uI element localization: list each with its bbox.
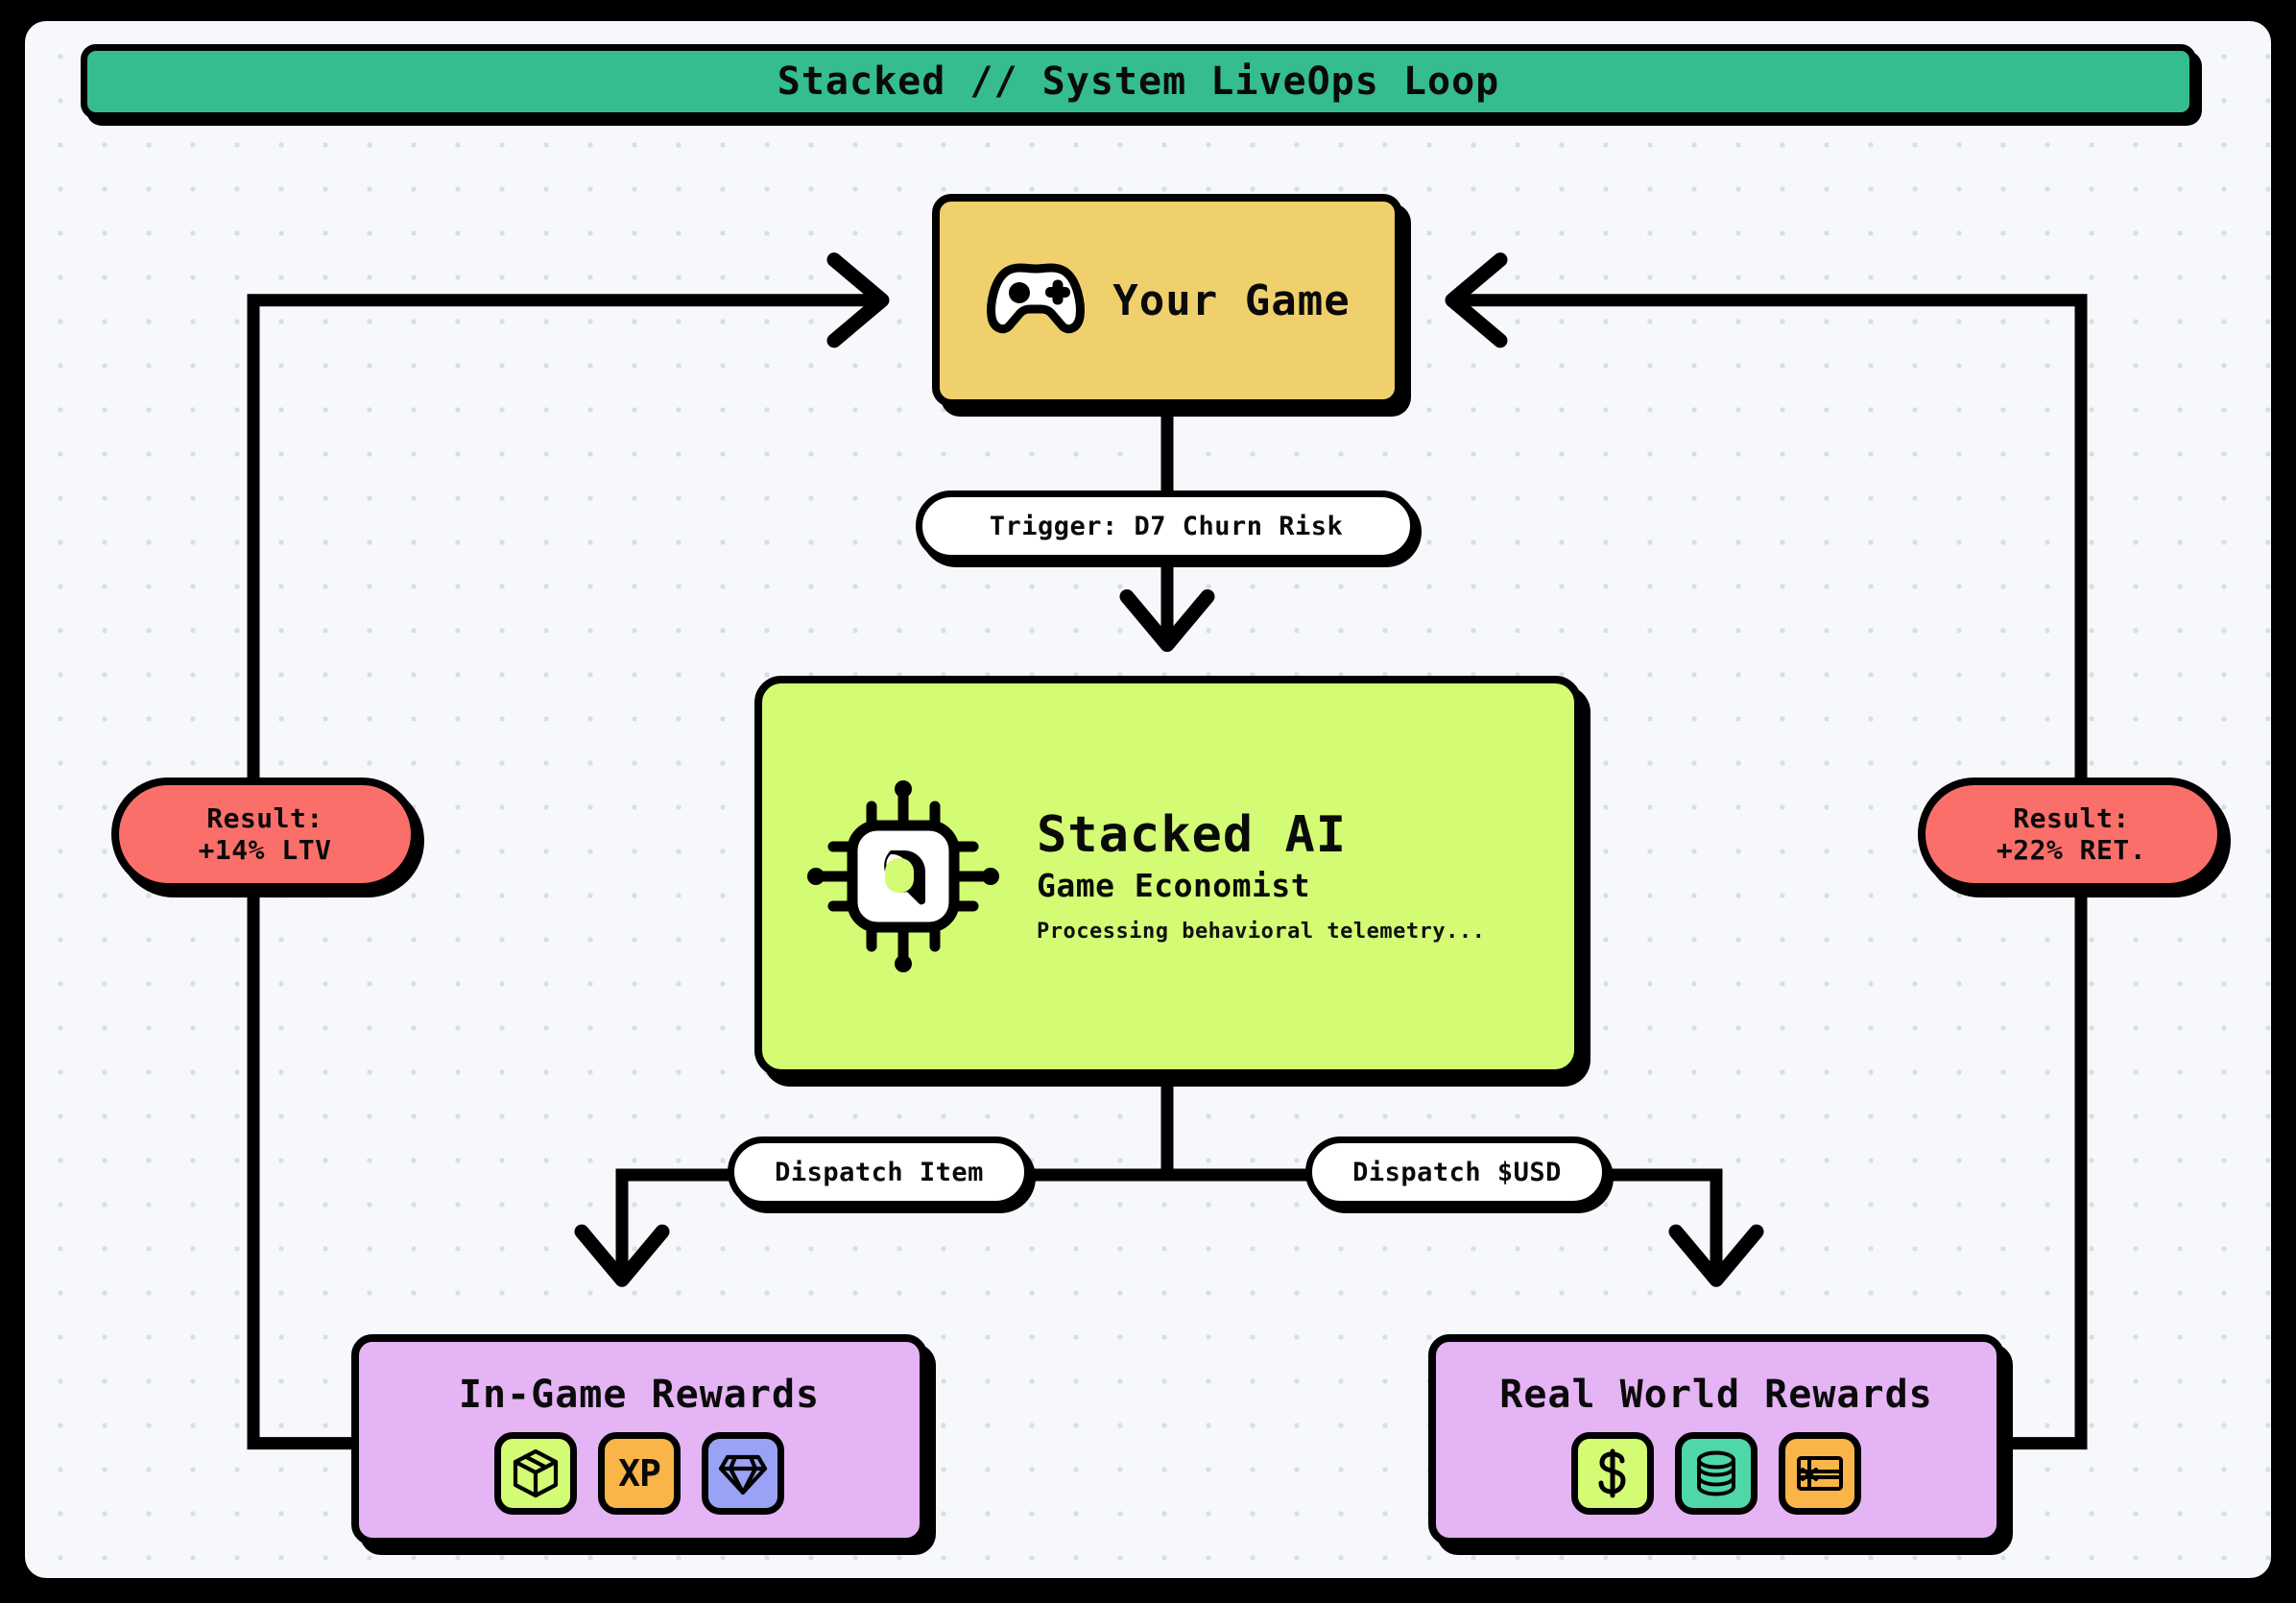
edge-dispatch-usd-down xyxy=(1602,1168,1723,1279)
node-stacked-ai-status: Processing behavioral telemetry... xyxy=(1037,920,1486,945)
page-title-banner: Stacked // System LiveOps Loop xyxy=(81,44,2196,119)
edge-label-dispatch-usd: Dispatch $USD xyxy=(1305,1136,1609,1208)
ingame-reward-icon-list: XP xyxy=(494,1432,784,1515)
edge-label-dispatch-item-text: Dispatch Item xyxy=(775,1157,984,1187)
arrowhead-to-realworld xyxy=(1668,1224,1764,1287)
reward-tile-package[interactable] xyxy=(494,1432,577,1515)
gamepad-icon xyxy=(984,261,1088,340)
node-your-game-title: Your Game xyxy=(1112,275,1351,325)
edge-label-dispatch-item: Dispatch Item xyxy=(728,1136,1031,1208)
edge-dispatch-item-down xyxy=(615,1168,734,1279)
dollar-sign-icon xyxy=(1587,1447,1638,1499)
node-ingame-rewards[interactable]: In-Game Rewards xyxy=(351,1334,927,1545)
node-ingame-rewards-title: In-Game Rewards xyxy=(458,1373,821,1417)
cpu-chip-icon xyxy=(802,776,1004,977)
coin-stack-icon xyxy=(1690,1447,1742,1499)
reward-tile-gem[interactable] xyxy=(702,1432,784,1515)
node-realworld-rewards[interactable]: Real World Rewards xyxy=(1428,1334,2004,1545)
gem-diamond-icon xyxy=(717,1447,769,1499)
reward-tile-coins[interactable] xyxy=(1675,1432,1758,1515)
node-stacked-ai[interactable]: Stacked AI Game Economist Processing beh… xyxy=(754,676,1582,1077)
arrowhead-to-ai xyxy=(1119,588,1215,653)
edge-label-trigger: Trigger: D7 Churn Risk xyxy=(916,490,1417,562)
node-stacked-ai-heading: Stacked AI xyxy=(1037,805,1348,864)
result-badge-ltv-line1: Result: xyxy=(206,802,323,834)
result-badge-retention-line1: Result: xyxy=(2013,802,2130,834)
diagram-canvas: Stacked // System LiveOps Loop xyxy=(25,21,2271,1578)
gift-card-icon xyxy=(1794,1447,1846,1499)
page-title: Stacked // System LiveOps Loop xyxy=(777,60,1500,104)
result-badge-retention-line2: +22% RET. xyxy=(1996,834,2147,866)
realworld-reward-icon-list xyxy=(1571,1432,1861,1515)
node-realworld-rewards-title: Real World Rewards xyxy=(1499,1373,1933,1417)
result-badge-ltv-line2: +14% LTV xyxy=(198,834,332,866)
arrowhead-to-ingame xyxy=(574,1224,670,1287)
xp-icon: XP xyxy=(618,1452,661,1495)
node-your-game[interactable]: Your Game xyxy=(932,194,1402,407)
edge-label-dispatch-usd-text: Dispatch $USD xyxy=(1352,1157,1562,1187)
package-box-icon xyxy=(510,1447,562,1499)
edge-label-trigger-text: Trigger: D7 Churn Risk xyxy=(989,511,1344,541)
result-badge-ltv: Result: +14% LTV xyxy=(111,778,419,891)
node-stacked-ai-subheading: Game Economist xyxy=(1037,867,1311,905)
arrowhead-to-game-left xyxy=(826,252,890,348)
reward-tile-gift-card[interactable] xyxy=(1779,1432,1861,1515)
reward-tile-dollar[interactable] xyxy=(1571,1432,1654,1515)
result-badge-retention: Result: +22% RET. xyxy=(1918,778,2225,891)
reward-tile-xp[interactable]: XP xyxy=(598,1432,681,1515)
arrowhead-to-game-right xyxy=(1445,252,1508,348)
